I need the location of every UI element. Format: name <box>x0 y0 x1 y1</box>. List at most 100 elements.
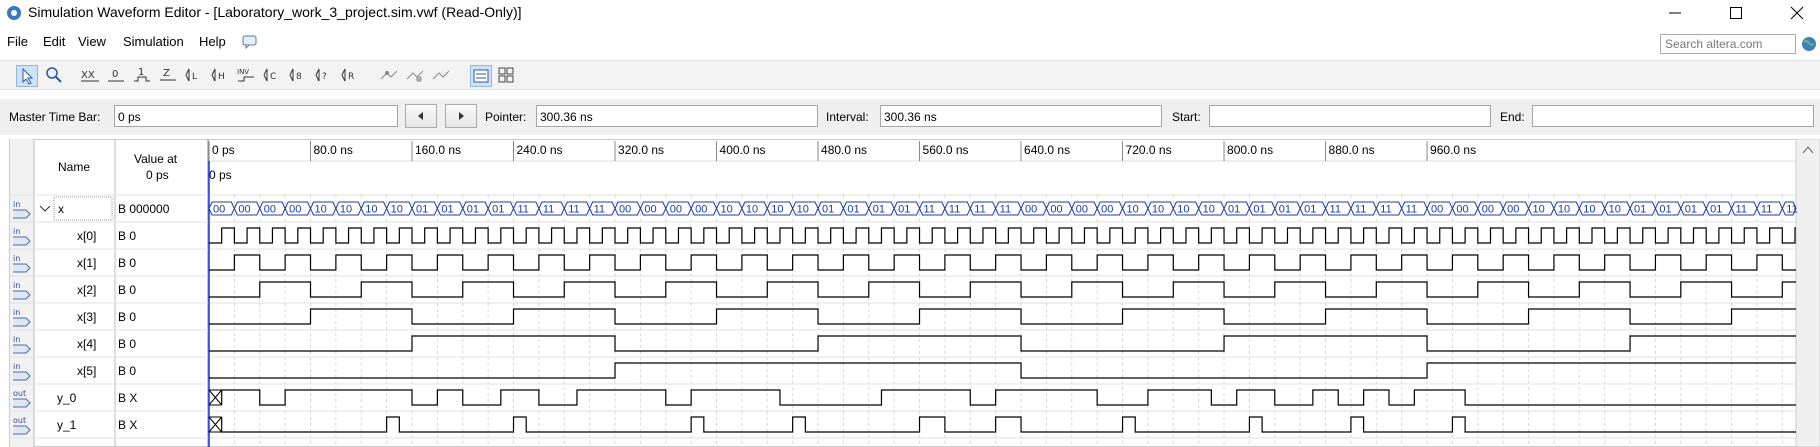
feedback-icon[interactable] <box>242 35 258 49</box>
bus-value-label: 10 <box>1609 204 1621 216</box>
master-time-bar-field[interactable]: 0 ps <box>114 105 398 127</box>
value-column-header-line2: 0 ps <box>146 168 169 182</box>
bus-value-label: 00 <box>695 204 707 216</box>
close-icon <box>1790 6 1804 20</box>
signal-value: B 0 <box>118 256 137 270</box>
bus-value-label: 10 <box>1533 204 1545 216</box>
forcing-unknown-button[interactable]: XX <box>80 65 102 87</box>
unknown-value-icon: XX <box>81 70 99 82</box>
weak-low-button[interactable]: L <box>184 65 206 87</box>
bus-value-label: 10 <box>746 204 758 216</box>
window-title: Simulation Waveform Editor - [Laboratory… <box>28 4 522 20</box>
signal-name[interactable]: x[3] <box>77 310 97 324</box>
selection-tool-button[interactable] <box>16 65 38 87</box>
count-value-icon: C <box>263 68 276 82</box>
weak-high-icon: H <box>211 68 225 82</box>
signal-name[interactable]: x[1] <box>77 256 97 270</box>
timing-sim-icon <box>432 70 450 80</box>
bus-value-label: 01 <box>873 204 885 216</box>
forcing-low-button[interactable]: 0 <box>106 65 128 87</box>
waveform-view-button[interactable] <box>470 65 492 87</box>
end-field[interactable] <box>1532 105 1814 127</box>
svg-text:out: out <box>13 389 26 398</box>
forcing-high-icon: 1 <box>134 67 150 82</box>
menu-view[interactable]: View <box>78 34 106 49</box>
bus-value-label: 11 <box>1406 204 1417 216</box>
expand-chevron-icon[interactable] <box>39 205 51 212</box>
svg-text:in: in <box>13 308 20 317</box>
forcing-high-button[interactable]: 1 <box>132 65 154 87</box>
random-value-icon: R <box>341 68 354 82</box>
bus-value-label: 11 <box>568 204 579 216</box>
bus-value-label: 01 <box>898 204 910 216</box>
output-pin-icon: out <box>13 389 31 408</box>
signal-value: B X <box>118 391 138 405</box>
signal-name[interactable]: y_0 <box>57 391 77 405</box>
bus-value-label: 00 <box>1456 204 1468 216</box>
menu-help[interactable]: Help <box>199 34 226 49</box>
input-pin-icon: in <box>13 362 31 381</box>
bus-value-label: 11 <box>543 204 554 216</box>
high-impedance-button[interactable]: Z <box>158 65 180 87</box>
previous-transition-button[interactable] <box>405 104 437 128</box>
signal-name[interactable]: x[5] <box>77 364 97 378</box>
signal-name[interactable]: x[4] <box>77 337 97 351</box>
bus-value-label: 00 <box>1482 204 1494 216</box>
triangle-right-icon <box>459 112 464 120</box>
count-value-button[interactable]: C <box>262 65 284 87</box>
snap-to-grid-button[interactable] <box>379 65 401 87</box>
arbitrary-value-button[interactable]: ? <box>314 65 336 87</box>
invert-button[interactable]: INV <box>236 65 258 87</box>
input-pin-icon: in <box>13 281 31 300</box>
globe-icon[interactable] <box>1801 36 1817 52</box>
signal-name[interactable]: x <box>58 202 64 216</box>
signal-value: B 000000 <box>118 202 170 216</box>
bus-value-label: 01 <box>416 204 428 216</box>
triangle-left-icon <box>418 112 423 120</box>
bus-value-label: 00 <box>619 204 631 216</box>
zoom-icon <box>46 67 62 83</box>
ruler-label: 640.0 ns <box>1024 143 1070 157</box>
ruler-label: 80.0 ns <box>314 143 353 157</box>
svg-text:in: in <box>13 227 20 236</box>
output-pin-icon: out <box>13 416 31 435</box>
bus-value-label: 10 <box>1583 204 1595 216</box>
overwrite-clock-button[interactable]: 8 <box>288 65 310 87</box>
functional-sim-button[interactable] <box>405 65 427 87</box>
cursor-time-label: 0 ps <box>209 168 232 182</box>
random-value-button[interactable]: R <box>340 65 362 87</box>
arbitrary-value-icon: ? <box>315 68 327 82</box>
signal-waveform <box>209 308 1796 325</box>
zoom-tool-button[interactable] <box>44 65 66 87</box>
bus-value-label: 01 <box>822 204 834 216</box>
signal-name[interactable]: y_1 <box>57 418 77 432</box>
bus-value-label: 10 <box>797 204 809 216</box>
svg-text:out: out <box>13 416 26 425</box>
name-column-header: Name <box>58 160 91 174</box>
ruler-label: 480.0 ns <box>821 143 867 157</box>
menu-simulation[interactable]: Simulation <box>123 34 184 49</box>
maximize-button[interactable] <box>1713 0 1759 26</box>
bus-segment <box>1781 201 1797 216</box>
grid-view-button[interactable] <box>496 65 518 87</box>
start-field[interactable] <box>1209 105 1491 127</box>
signal-value: B 0 <box>118 229 137 243</box>
signal-name[interactable]: x[2] <box>77 283 97 297</box>
svg-text:in: in <box>13 254 20 263</box>
search-input[interactable]: Search altera.com <box>1660 34 1796 54</box>
close-button[interactable] <box>1774 0 1820 26</box>
menu-file[interactable]: File <box>7 34 28 49</box>
bus-value-label: 00 <box>644 204 656 216</box>
interval-field[interactable]: 300.36 ns <box>880 105 1162 127</box>
minimize-button[interactable] <box>1652 0 1698 26</box>
pointer-field[interactable]: 300.36 ns <box>536 105 818 127</box>
signal-value: B 0 <box>118 283 137 297</box>
signal-name[interactable]: x[0] <box>77 229 97 243</box>
bus-value-label: 00 <box>213 204 225 216</box>
next-transition-button[interactable] <box>445 104 477 128</box>
timing-sim-button[interactable] <box>431 65 453 87</box>
menu-edit[interactable]: Edit <box>43 34 66 49</box>
weak-high-button[interactable]: H <box>210 65 232 87</box>
signal-waveform <box>209 227 1796 244</box>
